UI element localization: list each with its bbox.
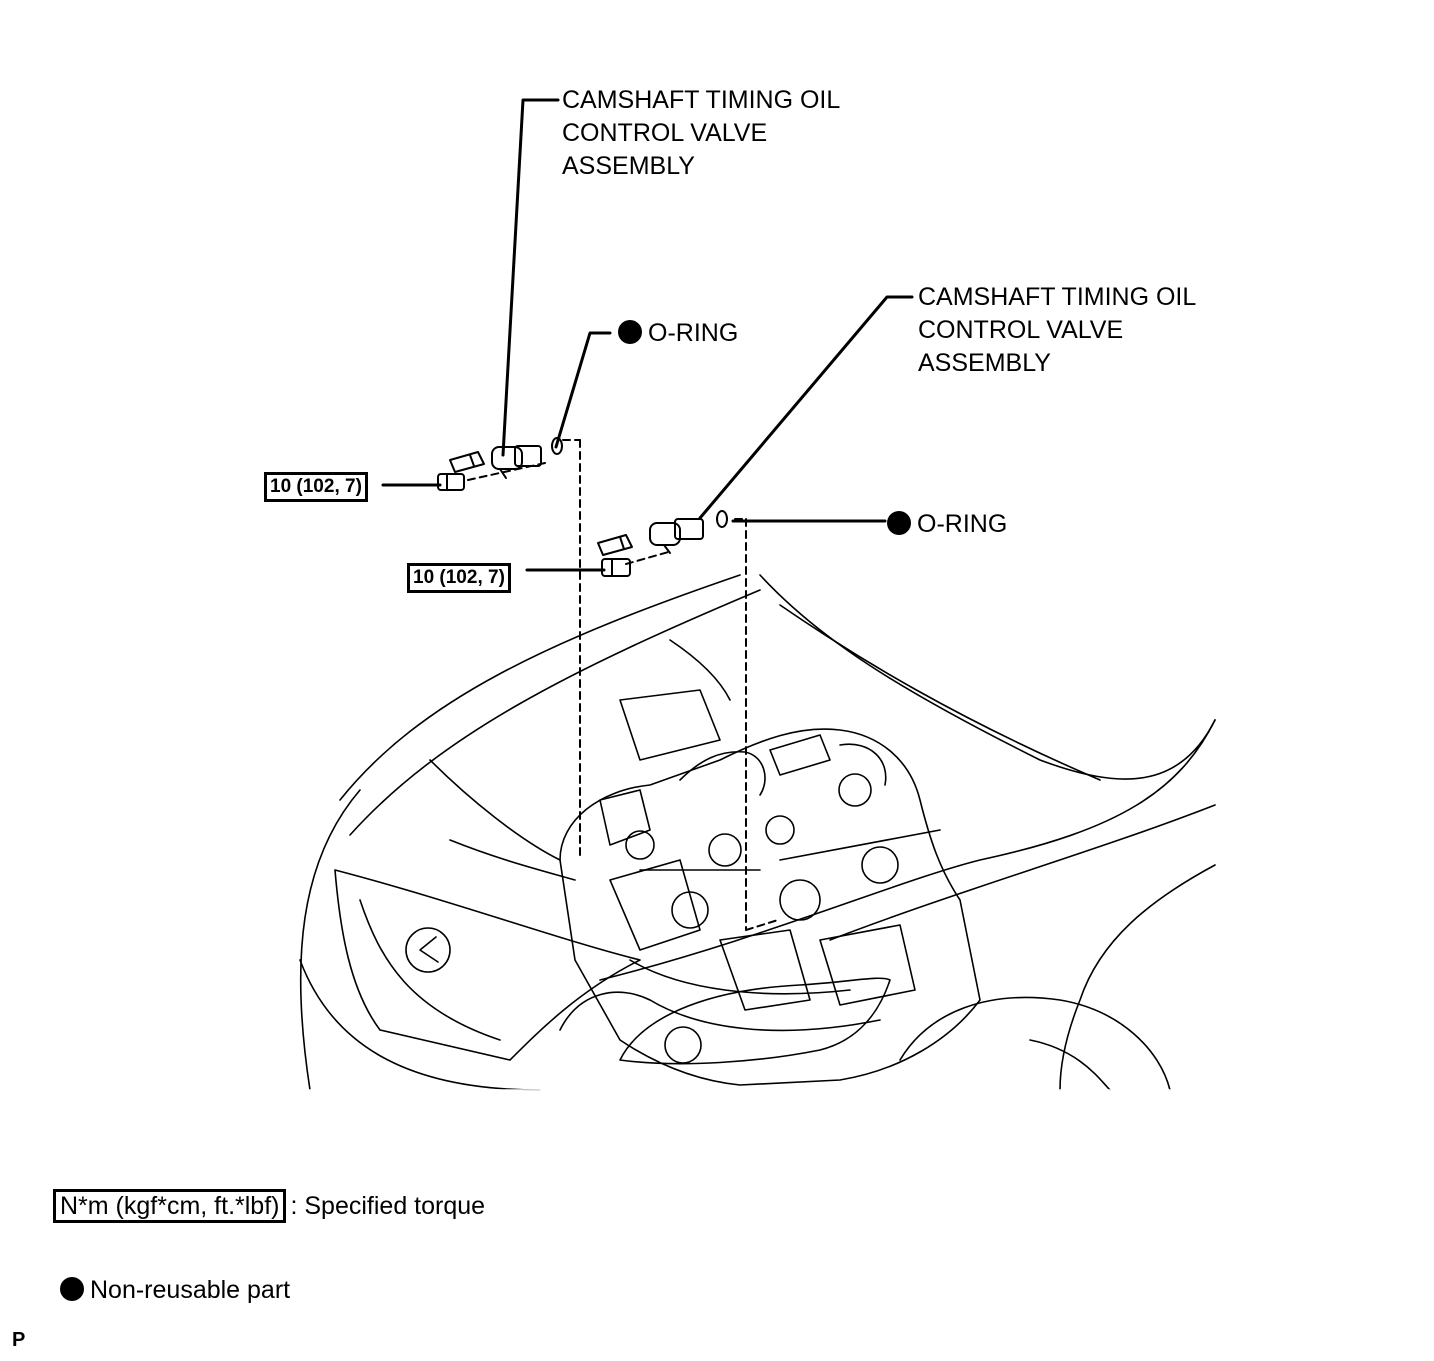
lower-oring-text: O-RING (917, 510, 1008, 538)
engine-outline (429, 639, 981, 1086)
legend-nonreusable-desc: Non-reusable part (90, 1276, 291, 1304)
legend-torque-desc: : Specified torque (290, 1192, 486, 1220)
corner-code: P (12, 1329, 26, 1351)
nonreusable-dot-icon (60, 1277, 84, 1301)
lower-oring-label: O-RING (887, 508, 1007, 541)
leader-lines (381, 98, 914, 572)
lower-valve-label-line3: ASSEMBLY (918, 349, 1051, 377)
legend-torque-unit: N*m (kgf*cm, ft.*lbf) (53, 1189, 287, 1223)
lower-torque-box: 10 (102, 7) (407, 563, 511, 593)
car-body-outline (299, 574, 1216, 1091)
lower-valve-label: CAMSHAFT TIMING OIL CONTROL VALVE ASSEMB… (918, 281, 1196, 380)
upper-valve-label-line2: CONTROL VALVE (562, 119, 768, 147)
upper-valve-label: CAMSHAFT TIMING OIL CONTROL VALVE ASSEMB… (562, 84, 840, 183)
upper-oring-label: O-RING (618, 317, 738, 350)
lower-valve-parts (597, 510, 728, 577)
upper-torque-box: 10 (102, 7) (264, 472, 368, 502)
upper-oring-text: O-RING (648, 319, 739, 347)
lower-valve-label-line2: CONTROL VALVE (918, 316, 1124, 344)
legend-torque: N*m (kgf*cm, ft.*lbf): Specified torque (53, 1189, 486, 1223)
dashed-guides (467, 439, 779, 931)
upper-valve-label-line1: CAMSHAFT TIMING OIL (562, 86, 841, 114)
nonreusable-dot-icon (618, 320, 642, 344)
nonreusable-dot-icon (887, 511, 911, 535)
upper-valve-parts (437, 437, 563, 491)
lower-valve-label-line1: CAMSHAFT TIMING OIL (918, 283, 1197, 311)
legend-nonreusable: Non-reusable part (60, 1274, 290, 1307)
upper-valve-label-line3: ASSEMBLY (562, 152, 695, 180)
